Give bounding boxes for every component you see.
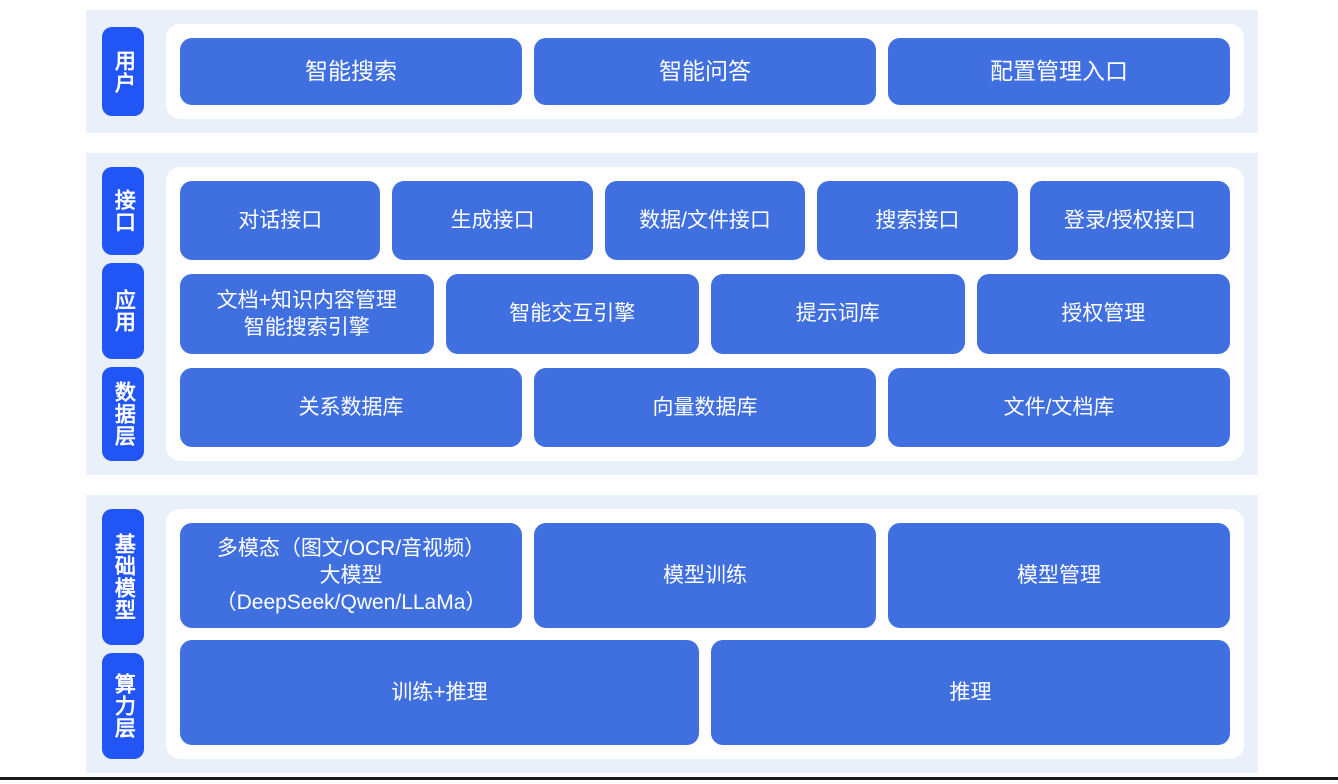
box-doc-knowledge-management[interactable]: 文档+知识内容管理 智能搜索引擎 bbox=[180, 274, 434, 354]
section-user: 用户 智能搜索 智能问答 配置管理入口 bbox=[86, 10, 1258, 133]
row-interface: 对话接口 生成接口 数据/文件接口 搜索接口 登录/授权接口 bbox=[180, 181, 1231, 261]
box-vector-database[interactable]: 向量数据库 bbox=[534, 367, 876, 447]
row-application: 文档+知识内容管理 智能搜索引擎 智能交互引擎 提示词库 授权管理 bbox=[180, 274, 1230, 354]
section-base: 基础模型 算力层 多模态（图文/OCR/音视频） 大模型（DeepSeek/Qw… bbox=[86, 495, 1258, 773]
box-model-training[interactable]: 模型训练 bbox=[534, 523, 876, 628]
box-relational-database[interactable]: 关系数据库 bbox=[180, 367, 522, 447]
box-intelligent-interaction-engine[interactable]: 智能交互引擎 bbox=[445, 274, 699, 354]
box-model-management[interactable]: 模型管理 bbox=[888, 523, 1230, 628]
tab-column-user: 用户 bbox=[86, 10, 160, 133]
box-authorization-management[interactable]: 授权管理 bbox=[976, 274, 1230, 354]
panel-base: 多模态（图文/OCR/音视频） 大模型（DeepSeek/Qwen/LLaMa）… bbox=[166, 509, 1244, 759]
bottom-divider bbox=[0, 777, 1338, 780]
layer-tab-data[interactable]: 数据层 bbox=[102, 367, 144, 461]
tab-column-middle: 接口 应用 数据层 bbox=[86, 153, 160, 475]
tab-column-base: 基础模型 算力层 bbox=[86, 495, 160, 773]
box-config-management-entry[interactable]: 配置管理入口 bbox=[888, 38, 1230, 105]
row-user-entries: 智能搜索 智能问答 配置管理入口 bbox=[180, 38, 1230, 105]
box-multimodal-large-model[interactable]: 多模态（图文/OCR/音视频） 大模型（DeepSeek/Qwen/LLaMa） bbox=[180, 523, 522, 628]
layer-tab-compute[interactable]: 算力层 bbox=[102, 653, 144, 759]
row-compute: 训练+推理 推理 bbox=[180, 640, 1230, 745]
layer-tab-application[interactable]: 应用 bbox=[102, 263, 144, 359]
panel-user: 智能搜索 智能问答 配置管理入口 bbox=[166, 24, 1244, 119]
box-dialog-api[interactable]: 对话接口 bbox=[180, 181, 381, 261]
layer-tab-foundation-model[interactable]: 基础模型 bbox=[102, 509, 144, 645]
section-middle: 接口 应用 数据层 对话接口 生成接口 数据/文件接口 搜索接口 登录/授权接口… bbox=[86, 153, 1258, 475]
box-file-document-store[interactable]: 文件/文档库 bbox=[888, 367, 1230, 447]
layer-tab-interface[interactable]: 接口 bbox=[102, 167, 144, 255]
box-prompt-library[interactable]: 提示词库 bbox=[711, 274, 965, 354]
box-generation-api[interactable]: 生成接口 bbox=[392, 181, 593, 261]
row-data: 关系数据库 向量数据库 文件/文档库 bbox=[180, 367, 1230, 447]
box-intelligent-search[interactable]: 智能搜索 bbox=[180, 38, 522, 105]
panel-middle: 对话接口 生成接口 数据/文件接口 搜索接口 登录/授权接口 文档+知识内容管理… bbox=[166, 167, 1244, 461]
layer-tab-user[interactable]: 用户 bbox=[102, 27, 144, 116]
box-intelligent-qa[interactable]: 智能问答 bbox=[534, 38, 876, 105]
row-model: 多模态（图文/OCR/音视频） 大模型（DeepSeek/Qwen/LLaMa）… bbox=[180, 523, 1230, 628]
box-inference[interactable]: 推理 bbox=[711, 640, 1230, 745]
box-data-file-api[interactable]: 数据/文件接口 bbox=[604, 181, 806, 261]
box-training-inference[interactable]: 训练+推理 bbox=[180, 640, 699, 745]
box-search-api[interactable]: 搜索接口 bbox=[817, 181, 1018, 261]
box-login-auth-api[interactable]: 登录/授权接口 bbox=[1029, 181, 1231, 261]
